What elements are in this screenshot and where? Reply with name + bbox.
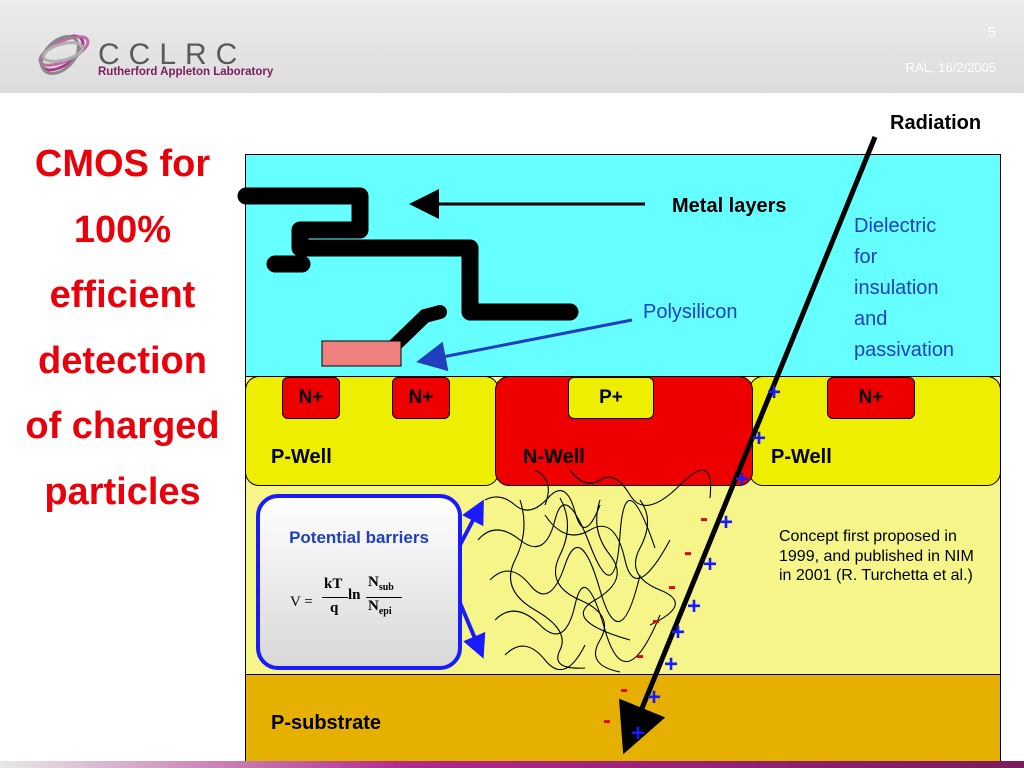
formula-kt: kT <box>324 576 343 592</box>
p-well-label: P-Well <box>271 446 332 468</box>
slide-title: CMOS for 100% efficient detection of cha… <box>0 132 245 525</box>
dielectric-label-line: and <box>854 308 888 330</box>
hole-plus: + <box>631 720 645 747</box>
electron-minus: - <box>730 421 738 448</box>
cclrc-logo-icon <box>38 34 90 75</box>
title-line: 100% <box>73 208 172 251</box>
potential-formula: V = kT q ln Nsub Nepi <box>288 574 438 632</box>
polysilicon-arrow <box>416 318 633 372</box>
title-line: particles <box>44 470 201 513</box>
formula-lhs: V = <box>290 594 313 610</box>
hole-plus: + <box>664 651 678 678</box>
formula-ln: ln <box>348 587 361 603</box>
electron-minus: - <box>668 573 676 600</box>
dielectric-label-line: insulation <box>854 277 939 299</box>
hole-plus: + <box>671 619 685 646</box>
dielectric-label-line: Dielectric <box>854 215 937 237</box>
page-number: 5 <box>987 24 996 41</box>
p-well-label: P-Well <box>771 446 832 468</box>
footer-bar <box>0 761 1024 768</box>
concept-note: Concept first proposed in 1999, and publ… <box>779 528 974 584</box>
slide-header: CCLRC Rutherford Appleton Laboratory 5 R… <box>0 0 1024 93</box>
formula-q: q <box>330 600 339 616</box>
radiation-track-arrow <box>618 136 878 755</box>
potential-barrier-arrows <box>458 499 486 659</box>
n-plus-implant: N+ <box>392 377 450 419</box>
potential-barriers-box: Potential barriers V = kT q ln Nsub Nepi <box>256 494 462 670</box>
electron-minus: - <box>745 376 753 403</box>
electron-minus: - <box>684 539 692 566</box>
title-line: CMOS for <box>34 143 211 185</box>
radiation-label: Radiation <box>890 112 982 134</box>
polysilicon-label: Polysilicon <box>643 301 738 323</box>
slide-date: RAL, 16/2/2005 <box>905 60 996 75</box>
polysilicon-gate <box>321 340 402 367</box>
dielectric-label-line: for <box>854 246 878 268</box>
p-plus-implant: P+ <box>568 377 654 419</box>
formula-n-sub: Nsub <box>368 574 394 593</box>
metal-layers-label: Metal layers <box>672 195 787 217</box>
electron-minus: - <box>603 707 611 734</box>
title-line: detection <box>38 339 207 382</box>
charge-diffusion-paths <box>477 469 712 673</box>
formula-sub: sub <box>378 582 394 593</box>
n-plus-implant: N+ <box>827 377 915 419</box>
n-plus-implant: N+ <box>282 377 340 419</box>
formula-n: N <box>368 574 379 590</box>
dielectric-label: Dielectric for insulation and passivatio… <box>854 211 954 366</box>
title-line: of charged <box>25 405 220 447</box>
hole-plus: + <box>719 509 733 536</box>
electron-minus: - <box>636 642 644 669</box>
formula-fraction-bar <box>366 597 402 598</box>
formula-epi: epi <box>378 606 392 617</box>
logo-name: CCLRC <box>98 38 247 71</box>
formula-fraction-bar <box>322 597 348 598</box>
title-line: efficient <box>49 274 196 316</box>
hole-plus: + <box>752 425 766 452</box>
formula-n: N <box>368 598 379 614</box>
dielectric-label-line: passivation <box>854 339 955 361</box>
electron-minus: - <box>652 607 660 634</box>
electron-minus: - <box>700 505 708 532</box>
metal-interconnect <box>237 187 579 352</box>
hole-plus: + <box>703 551 717 578</box>
formula-n-epi: Nepi <box>368 598 392 617</box>
electron-minus: - <box>714 462 722 489</box>
hole-plus: + <box>647 684 661 711</box>
n-well-label: N-Well <box>523 446 585 468</box>
hole-plus: + <box>687 593 701 620</box>
p-substrate-label: P-substrate <box>271 712 382 734</box>
charge-pairs: - + - + - + - + - + - + - + - + - + - + <box>603 376 781 747</box>
potential-barriers-label: Potential barriers <box>289 528 429 547</box>
hole-plus: + <box>767 379 781 406</box>
hole-plus: + <box>735 466 749 493</box>
electron-minus: - <box>620 676 628 703</box>
logo-subtitle: Rutherford Appleton Laboratory <box>98 66 274 78</box>
